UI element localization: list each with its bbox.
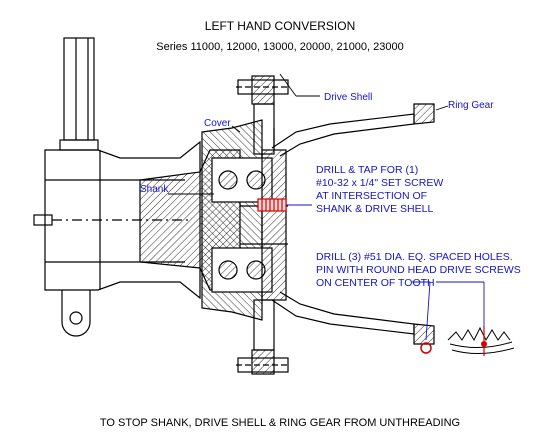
- bottom-flange: [236, 299, 290, 375]
- top-flange: [236, 75, 290, 155]
- note-drill-holes-line-3: ON CENTER OF TOOTH: [316, 277, 435, 289]
- note-drill-tap-line-1: DRILL & TAP FOR (1): [316, 164, 418, 176]
- note-drill-holes-line-1: DRILL (3) #51 DIA. EQ. SPACED HOLES.: [316, 251, 513, 263]
- note-drill-tap-line-3: AT INTERSECTION OF: [316, 190, 427, 202]
- drive-shell-lower: [271, 291, 415, 335]
- diagram-subtitle: Series 11000, 12000, 13000, 20000, 21000…: [156, 41, 404, 53]
- label-drive-shell: Drive Shell: [324, 92, 372, 103]
- vertical-post: [59, 37, 99, 151]
- note-drill-tap: DRILL & TAP FOR (1) #10-32 x 1/4" SET SC…: [316, 164, 443, 215]
- drive-shell-upper: [271, 113, 415, 157]
- ring-gear-upper: [413, 103, 435, 125]
- set-screw-highlight: [257, 198, 287, 212]
- note-drill-tap-line-2: #10-32 x 1/4" SET SCREW: [316, 177, 443, 189]
- leader-lines: [168, 73, 449, 195]
- diagram-title: LEFT HAND CONVERSION: [205, 19, 355, 33]
- note-drill-holes: DRILL (3) #51 DIA. EQ. SPACED HOLES. PIN…: [316, 251, 521, 289]
- label-ring-gear: Ring Gear: [448, 100, 494, 111]
- note-drill-holes-line-2: PIN WITH ROUND HEAD DRIVE SCREWS: [316, 264, 521, 276]
- ring-gear-lower: [413, 323, 435, 345]
- footer-caption: TO STOP SHANK, DRIVE SHELL & RING GEAR F…: [100, 417, 460, 429]
- callout-leaders: [286, 204, 485, 341]
- note-drill-tap-line-4: SHANK & DRIVE SHELL: [316, 203, 433, 215]
- drive-screw-hole-marker: [420, 342, 432, 354]
- hub: [240, 149, 288, 301]
- label-shank: Shank: [140, 184, 169, 195]
- gear-tooth-detail: [447, 326, 515, 356]
- label-cover: Cover: [204, 118, 231, 129]
- lower-lug: [61, 290, 91, 337]
